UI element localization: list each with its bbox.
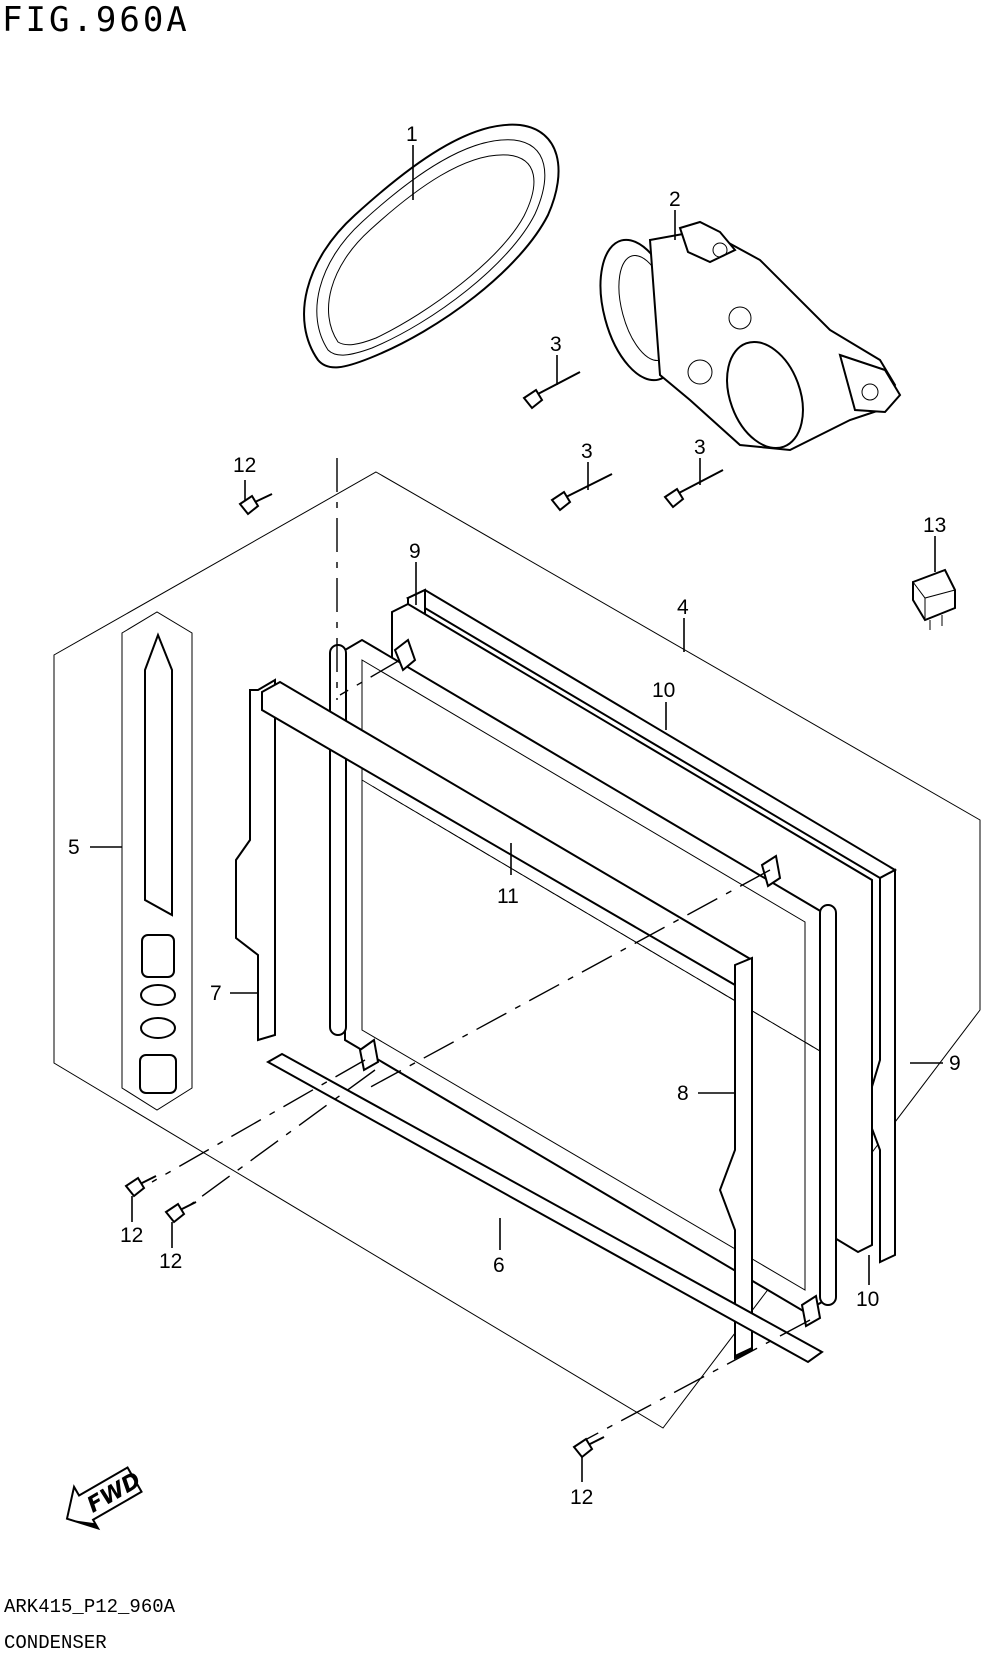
assembly-boundary	[53, 471, 981, 1429]
front-frame	[261, 680, 753, 1360]
screw-12b	[124, 1175, 157, 1198]
callout-7: 7	[210, 982, 222, 1005]
alignment-lines	[151, 458, 811, 1441]
callout-12c: 12	[159, 1250, 182, 1273]
callout-10a: 10	[652, 679, 675, 702]
screw-12a	[238, 493, 273, 516]
mount-tab	[358, 1038, 380, 1072]
callout-11: 11	[497, 885, 519, 908]
relay	[912, 568, 956, 630]
mount-tab	[800, 1294, 822, 1328]
bolt-3c	[663, 469, 724, 509]
callout-3b: 3	[581, 440, 593, 463]
screw-12c	[164, 1201, 197, 1224]
callout-1: 1	[406, 123, 418, 146]
drive-belt	[303, 123, 560, 369]
callout-12d: 12	[570, 1486, 593, 1509]
bottom-seal-6	[265, 1052, 824, 1364]
callout-8: 8	[677, 1082, 689, 1105]
bolt-3a	[522, 371, 581, 410]
bolt-3b	[550, 473, 613, 512]
callouts: 1 2 3 3 3 12 13 9 4 10 5 11 7 8 9 6 10 1…	[68, 123, 961, 1509]
callout-9b: 9	[949, 1052, 961, 1075]
screw-12d	[572, 1436, 605, 1459]
callout-2: 2	[669, 188, 681, 211]
callout-3a: 3	[550, 333, 562, 356]
callout-12b: 12	[120, 1224, 143, 1247]
figure-code: ARK415_P12_960A	[4, 1596, 176, 1618]
leader-lines	[90, 145, 943, 1482]
callout-5: 5	[68, 836, 80, 859]
mount-tab	[760, 854, 782, 888]
callout-6: 6	[493, 1254, 505, 1277]
figure-name: CONDENSER	[4, 1632, 107, 1654]
callout-13: 13	[923, 514, 946, 537]
side-frame-7	[235, 678, 276, 1042]
figure-title: FIG.960A	[2, 0, 190, 40]
callout-9a: 9	[409, 540, 421, 563]
forward-arrow-icon: FWD	[65, 1466, 146, 1531]
callout-3c: 3	[694, 436, 706, 459]
ac-compressor	[599, 220, 902, 452]
side-frame-8	[718, 956, 753, 1358]
callout-12a: 12	[233, 454, 256, 477]
mount-tab	[393, 638, 417, 672]
callout-4: 4	[677, 596, 689, 619]
receiver-dryer-kit	[121, 611, 193, 1111]
callout-10b: 10	[856, 1288, 879, 1311]
